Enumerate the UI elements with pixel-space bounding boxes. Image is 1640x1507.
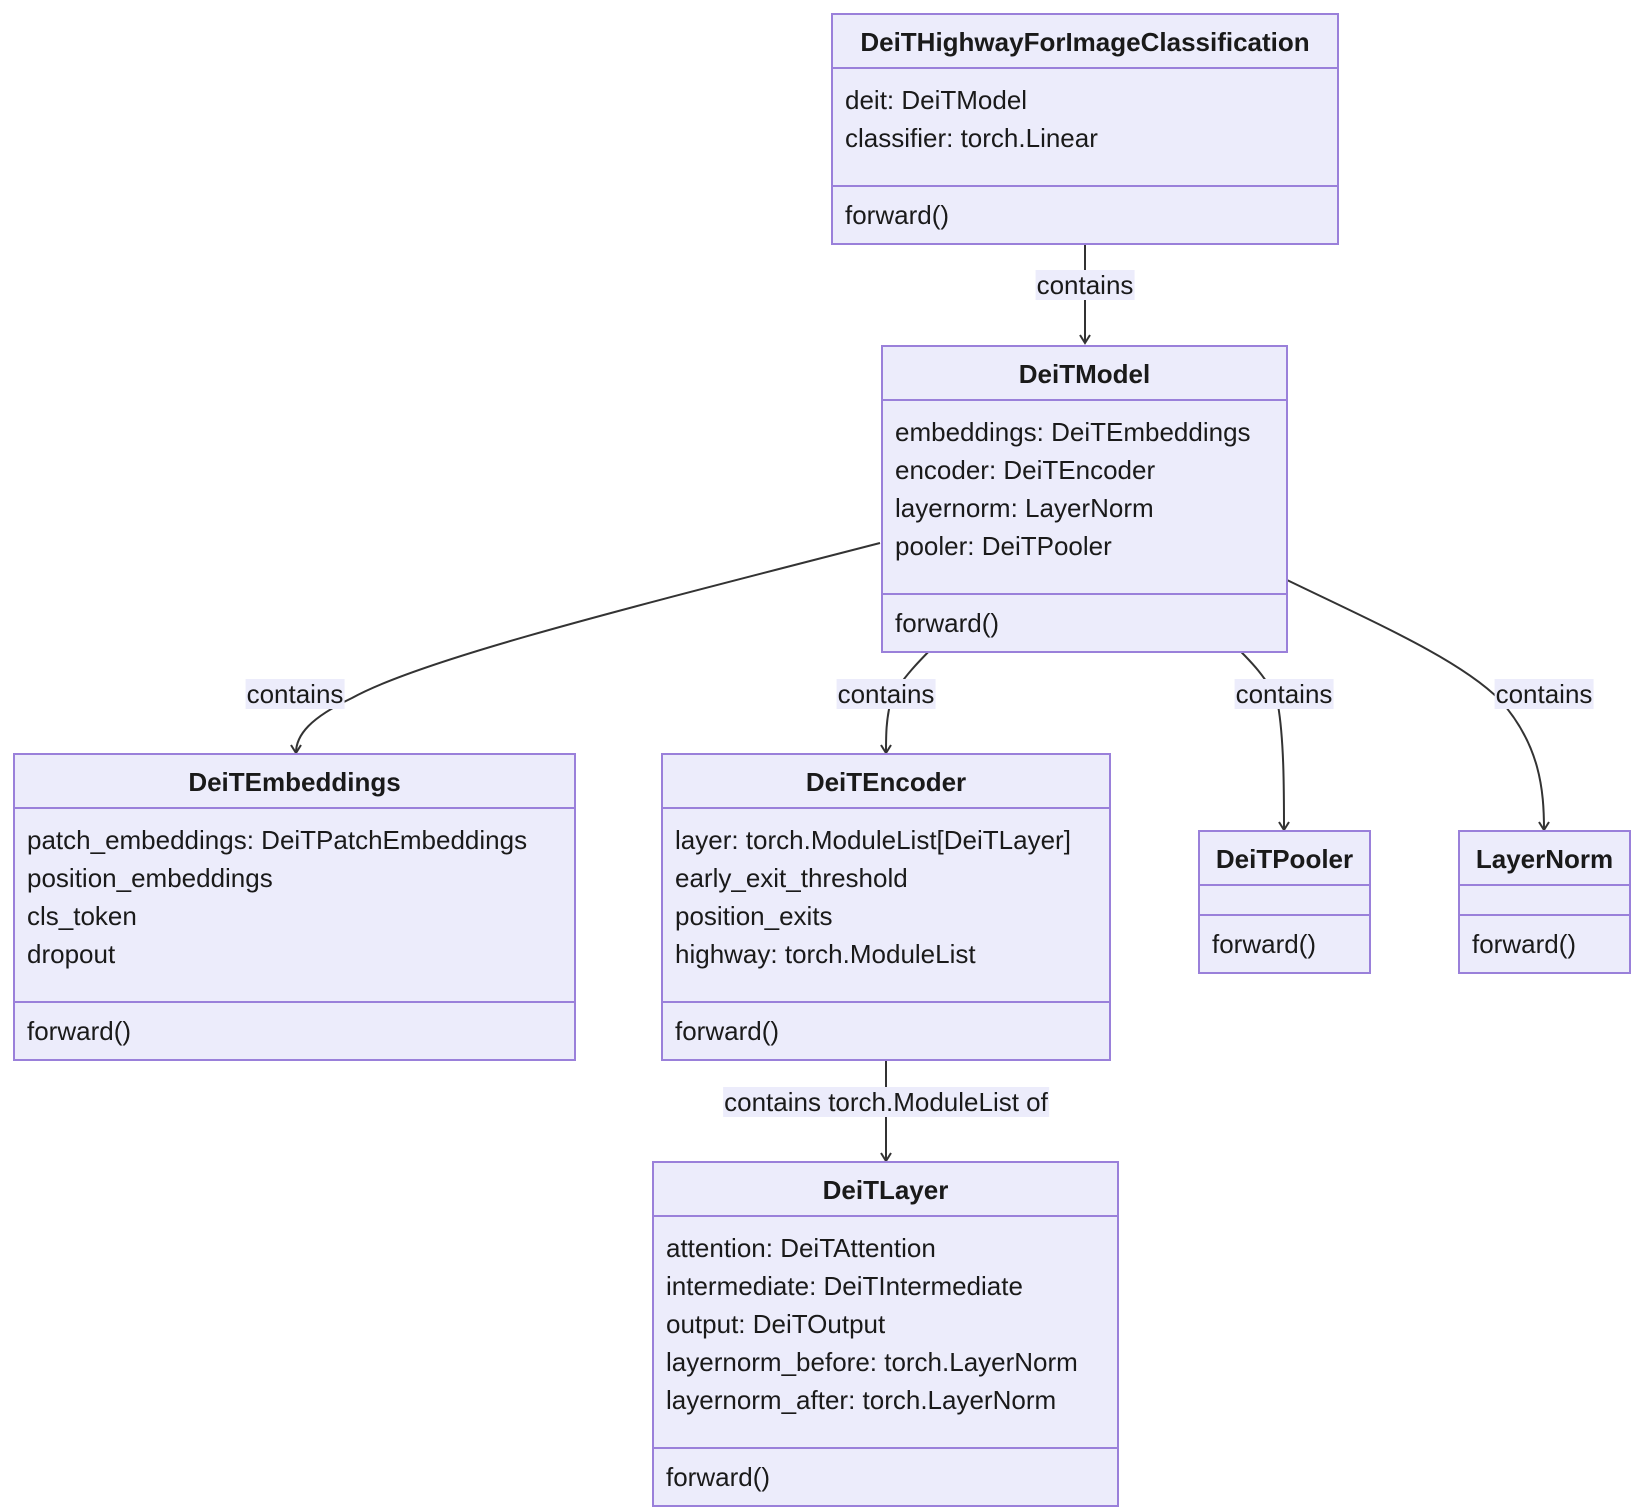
- edge-label-model-encoder: contains: [836, 679, 936, 709]
- class-attributes: [1460, 886, 1629, 916]
- class-name: DeiTPooler: [1200, 832, 1369, 886]
- attribute: pooler: DeiTPooler: [895, 531, 1112, 561]
- method: forward(): [1212, 929, 1317, 959]
- class-box-layernorm[interactable]: LayerNorm forward(): [1458, 830, 1631, 974]
- class-attributes: deit: DeiTModel classifier: torch.Linear: [833, 69, 1337, 187]
- attribute: position_embeddings: [27, 863, 273, 893]
- edge-label-highway-model: contains: [1035, 270, 1135, 300]
- class-methods: forward(): [883, 595, 1286, 651]
- attribute: layer: torch.ModuleList[DeiTLayer]: [675, 825, 1071, 855]
- class-attributes: patch_embeddings: DeiTPatchEmbeddings po…: [15, 809, 574, 1003]
- method: forward(): [845, 200, 950, 230]
- class-methods: forward(): [1200, 916, 1369, 972]
- class-methods: forward(): [15, 1003, 574, 1059]
- class-methods: forward(): [663, 1003, 1109, 1059]
- edge-label-model-pooler: contains: [1234, 679, 1334, 709]
- attribute: classifier: torch.Linear: [845, 123, 1098, 153]
- attribute: position_exits: [675, 901, 833, 931]
- class-box-deit-embeddings[interactable]: DeiTEmbeddings patch_embeddings: DeiTPat…: [13, 753, 576, 1061]
- class-box-deit-model[interactable]: DeiTModel embeddings: DeiTEmbeddings enc…: [881, 345, 1288, 653]
- class-name: DeiTEmbeddings: [15, 755, 574, 809]
- class-box-deit-highway[interactable]: DeiTHighwayForImageClassification deit: …: [831, 13, 1339, 245]
- class-name: DeiTModel: [883, 347, 1286, 401]
- attribute: layernorm: LayerNorm: [895, 493, 1154, 523]
- class-box-deit-layer[interactable]: DeiTLayer attention: DeiTAttention inter…: [652, 1161, 1119, 1507]
- class-name: DeiTLayer: [654, 1163, 1117, 1217]
- attribute: dropout: [27, 939, 116, 969]
- class-methods: forward(): [833, 187, 1337, 243]
- attribute: output: DeiTOutput: [666, 1309, 886, 1339]
- attribute: encoder: DeiTEncoder: [895, 455, 1156, 485]
- method: forward(): [27, 1016, 132, 1046]
- edge-model-to-embeddings: [290, 542, 881, 755]
- class-name: DeiTEncoder: [663, 755, 1109, 809]
- class-methods: forward(): [654, 1449, 1117, 1505]
- class-attributes: [1200, 886, 1369, 916]
- method: forward(): [1472, 929, 1577, 959]
- attribute: cls_token: [27, 901, 137, 931]
- attribute: attention: DeiTAttention: [666, 1233, 936, 1263]
- attribute: intermediate: DeiTIntermediate: [666, 1271, 1023, 1301]
- method: forward(): [895, 608, 1000, 638]
- method: forward(): [666, 1462, 771, 1492]
- method: forward(): [675, 1016, 780, 1046]
- class-attributes: attention: DeiTAttention intermediate: D…: [654, 1217, 1117, 1449]
- class-name: DeiTHighwayForImageClassification: [833, 15, 1337, 69]
- edge-label-model-layernorm: contains: [1494, 679, 1594, 709]
- attribute: embeddings: DeiTEmbeddings: [895, 417, 1251, 447]
- edge-model-to-pooler: [1225, 636, 1290, 832]
- edge-label-model-embeddings: contains: [245, 679, 345, 709]
- attribute: early_exit_threshold: [675, 863, 908, 893]
- attribute: layernorm_before: torch.LayerNorm: [666, 1347, 1078, 1377]
- attribute: deit: DeiTModel: [845, 85, 1028, 115]
- class-methods: forward(): [1460, 916, 1629, 972]
- attribute: patch_embeddings: DeiTPatchEmbeddings: [27, 825, 528, 855]
- class-attributes: embeddings: DeiTEmbeddings encoder: DeiT…: [883, 401, 1286, 595]
- class-box-deit-encoder[interactable]: DeiTEncoder layer: torch.ModuleList[DeiT…: [661, 753, 1111, 1061]
- class-name: LayerNorm: [1460, 832, 1629, 886]
- class-attributes: layer: torch.ModuleList[DeiTLayer] early…: [663, 809, 1109, 1003]
- edge-label-encoder-layer: contains torch.ModuleList of: [723, 1087, 1049, 1117]
- class-box-deit-pooler[interactable]: DeiTPooler forward(): [1198, 830, 1371, 974]
- attribute: highway: torch.ModuleList: [675, 939, 976, 969]
- attribute: layernorm_after: torch.LayerNorm: [666, 1385, 1057, 1415]
